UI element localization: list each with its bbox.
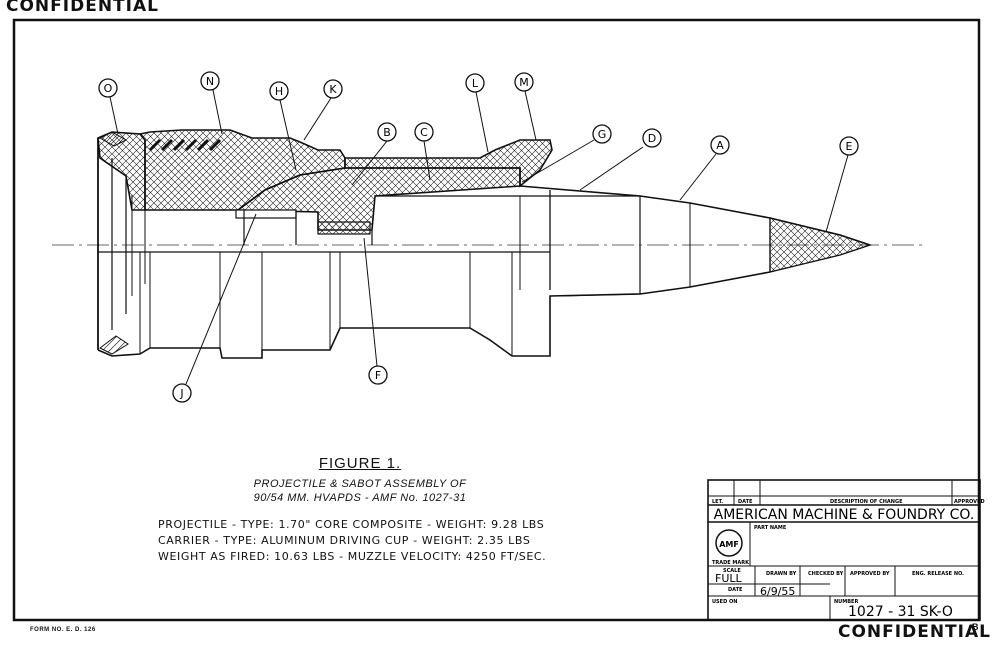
leader-lines xyxy=(109,89,849,385)
svg-text:F: F xyxy=(375,369,381,382)
classification-bottom: CONFIDENTIAL xyxy=(838,622,991,642)
bolt-f xyxy=(317,221,371,235)
callout-a: A xyxy=(710,135,730,155)
svg-text:USED ON: USED ON xyxy=(712,599,737,605)
callout-e: E xyxy=(839,136,859,156)
classification-suffix: B xyxy=(972,622,979,632)
svg-text:N: N xyxy=(206,75,214,88)
callout-d: D xyxy=(642,128,662,148)
date-value: 6/9/55 xyxy=(760,585,795,598)
svg-text:NUMBER: NUMBER xyxy=(834,599,858,605)
svg-text:APPROVED BY: APPROVED BY xyxy=(850,571,890,577)
svg-text:CHECKED BY: CHECKED BY xyxy=(808,571,844,577)
svg-text:TRADE MARK: TRADE MARK xyxy=(712,560,750,566)
svg-text:SCALE: SCALE xyxy=(723,568,741,574)
spec-weight-velocity: WEIGHT AS FIRED: 10.63 LBS - MUZZLE VELO… xyxy=(158,550,547,563)
svg-text:L: L xyxy=(472,77,479,90)
svg-text:M: M xyxy=(519,76,529,89)
svg-text:K: K xyxy=(329,83,337,96)
callout-c: C xyxy=(414,122,434,142)
scale-value: FULL xyxy=(715,572,743,585)
drawing-number: 1027 - 31 SK-O xyxy=(848,604,953,620)
svg-text:ENG. RELEASE NO.: ENG. RELEASE NO. xyxy=(912,571,964,577)
nut-section xyxy=(138,129,346,211)
svg-text:A: A xyxy=(716,139,724,152)
svg-text:E: E xyxy=(846,140,853,153)
drawing-border xyxy=(12,18,981,622)
callout-o: O xyxy=(98,78,118,98)
svg-text:DESCRIPTION OF CHANGE: DESCRIPTION OF CHANGE xyxy=(830,499,903,505)
windscreen-tip xyxy=(769,217,873,273)
callout-n: N xyxy=(200,71,220,91)
form-number: FORM NO. E. D. 126 xyxy=(30,627,96,633)
callout-l: L xyxy=(465,73,485,93)
svg-text:DATE: DATE xyxy=(728,587,743,593)
callout-f: F xyxy=(368,365,388,385)
thread-marks xyxy=(148,138,222,152)
callout-h: H xyxy=(269,81,289,101)
svg-text:B: B xyxy=(383,126,391,139)
spec-carrier: CARRIER - TYPE: ALUMINUM DRIVING CUP - W… xyxy=(158,534,531,547)
svg-text:LET.: LET. xyxy=(712,499,723,505)
callout-j: J xyxy=(172,383,192,403)
amf-logo: AMF xyxy=(719,540,739,549)
classification-top: CONFIDENTIAL xyxy=(6,0,159,16)
svg-text:APPROVED: APPROVED xyxy=(954,499,985,505)
spec-projectile: PROJECTILE - TYPE: 1.70" CORE COMPOSITE … xyxy=(158,518,545,531)
figure-title: FIGURE 1. xyxy=(318,455,402,472)
callout-g: G xyxy=(592,124,612,144)
figure-subtitle-2: 90/54 MM. HVAPDS - AMF No. 1027-31 xyxy=(253,492,467,504)
callout-k: K xyxy=(323,79,343,99)
svg-text:H: H xyxy=(275,85,283,98)
svg-text:G: G xyxy=(598,128,607,141)
svg-text:J: J xyxy=(179,387,183,400)
band-o-lower xyxy=(99,335,129,355)
band-o-upper xyxy=(98,131,128,147)
svg-text:PART NAME: PART NAME xyxy=(754,525,787,531)
svg-text:O: O xyxy=(104,82,113,95)
sabot-sleeve-section xyxy=(344,139,553,188)
svg-text:C: C xyxy=(420,126,428,139)
company-name: AMERICAN MACHINE & FOUNDRY CO. xyxy=(714,507,975,523)
svg-text:DRAWN BY: DRAWN BY xyxy=(766,571,797,577)
svg-text:D: D xyxy=(648,132,656,145)
figure-subtitle-1: PROJECTILE & SABOT ASSEMBLY OF xyxy=(253,478,467,490)
callout-b: B xyxy=(377,122,397,142)
callout-m: M xyxy=(514,72,534,92)
svg-text:DATE: DATE xyxy=(738,499,753,505)
